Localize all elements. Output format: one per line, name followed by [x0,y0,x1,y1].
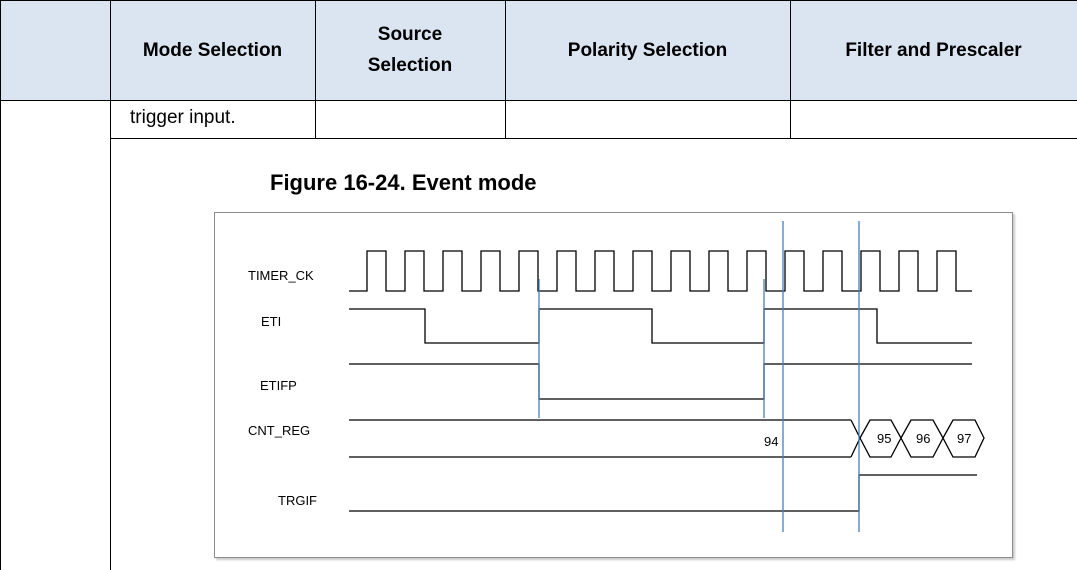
figure-title: Figure 16-24. Event mode [270,170,537,195]
waveform-etifp [349,363,972,400]
signal-label-eti: ETI [261,314,281,329]
cnt-value-95: 95 [877,431,891,446]
column-divider [315,0,316,138]
waveform-cnt-reg [349,419,985,458]
timing-diagram: TIMER_CK ETI ETIFP CNT_REG TRGIF 94 95 9… [214,212,1013,558]
header-filter-prescaler: Filter and Prescaler [845,39,1022,61]
table-header-row [0,0,1077,100]
signal-label-trgif: TRGIF [278,493,317,508]
cnt-value-96: 96 [916,431,930,446]
row-cell-mode: trigger input. [130,107,236,128]
column-divider [790,0,791,138]
signal-label-etifp: ETIFP [260,378,297,393]
table-left-border [0,0,1,570]
header-source-selection: Source Selection [367,24,453,76]
header-mode-selection: Mode Selection [142,39,283,61]
waveform-timer-ck [349,250,972,292]
cnt-value-97: 97 [957,431,971,446]
waveform-trgif [349,474,977,512]
column-divider [505,0,506,138]
table-top-border [0,0,1077,1]
column-divider [110,0,111,570]
signal-label-cnt-reg: CNT_REG [248,423,310,438]
waveform-eti [349,308,972,344]
signal-label-timer-ck: TIMER_CK [248,268,314,283]
header-polarity-selection: Polarity Selection [567,39,728,61]
row-bottom-border [110,138,1077,139]
cnt-value-94: 94 [764,434,778,449]
header-bottom-border [0,100,1077,101]
